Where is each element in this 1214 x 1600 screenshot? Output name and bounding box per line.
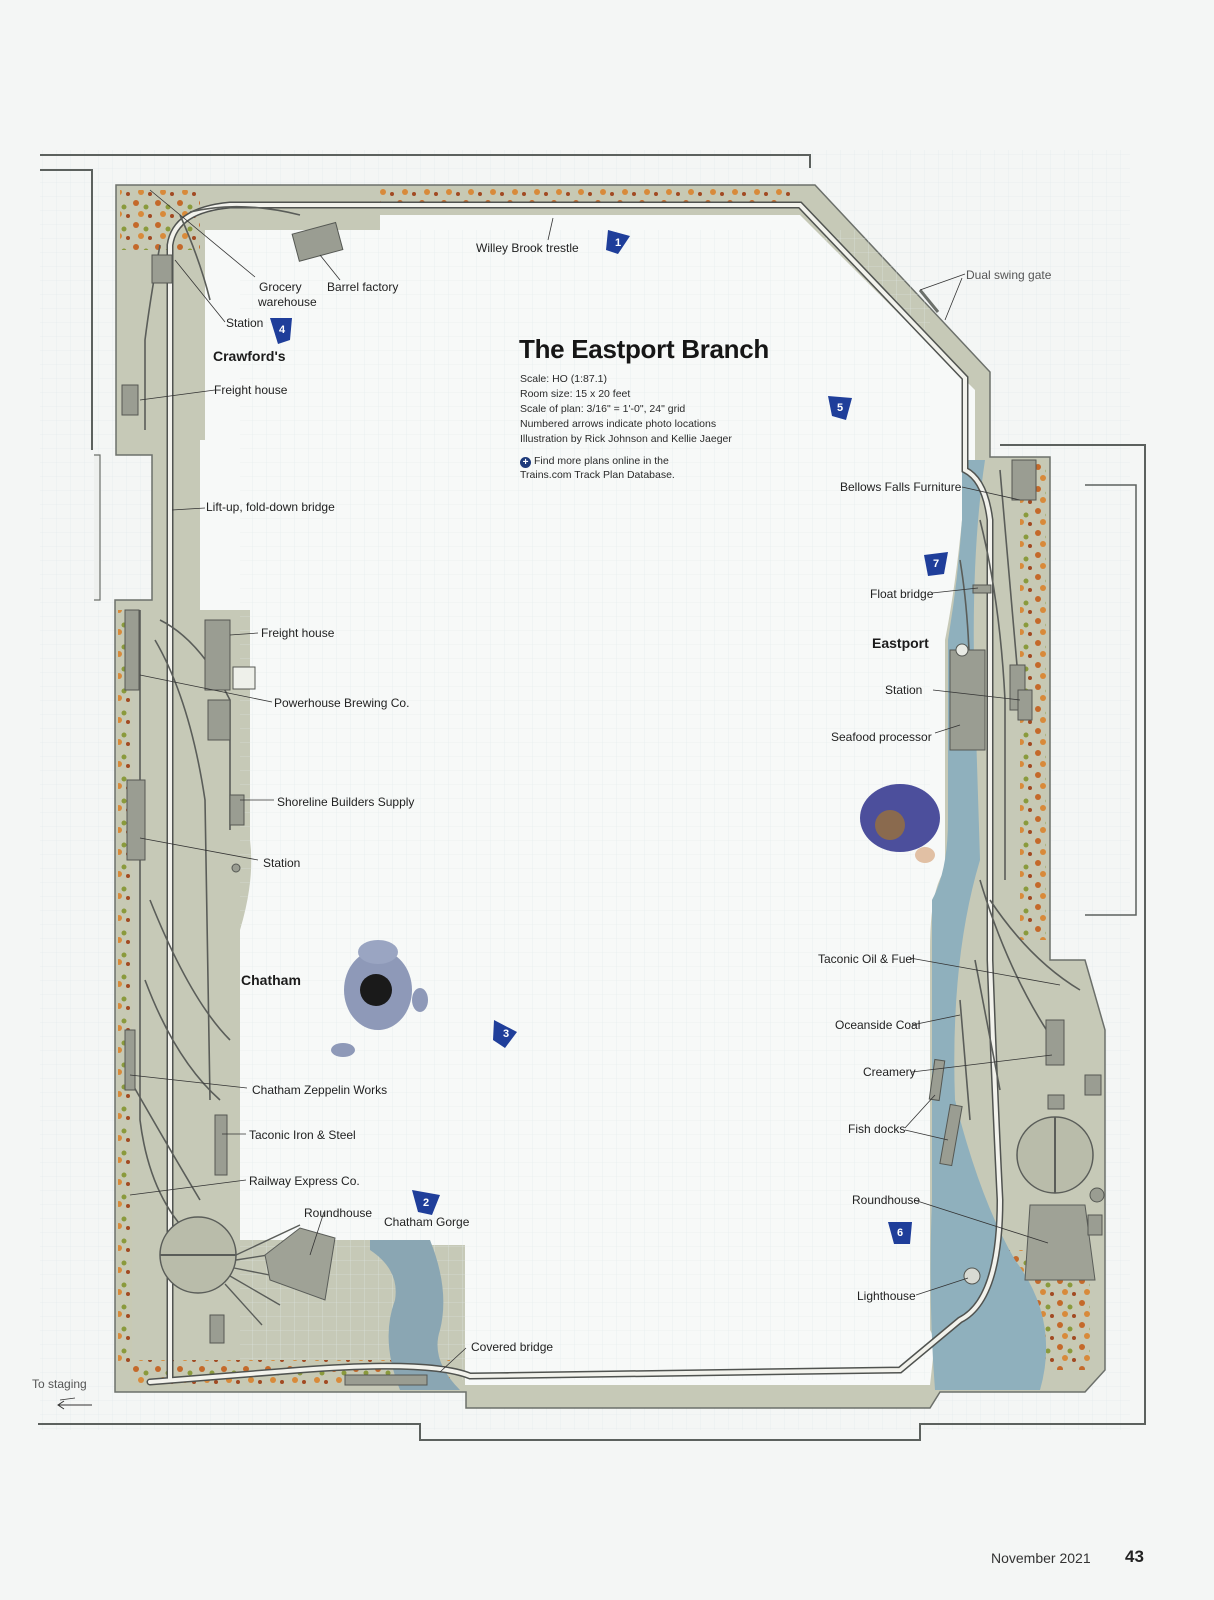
marker-2: 2: [422, 1197, 430, 1209]
marker-1-shape: [606, 230, 630, 254]
label-station-crawfords: Station: [226, 316, 264, 330]
info-scale: Scale: HO (1:87.1): [520, 373, 607, 385]
swing-gate: [918, 289, 940, 313]
label-bellows-falls: Bellows Falls Furniture: [840, 480, 962, 494]
label-dual-swing-gate: Dual swing gate: [966, 268, 1052, 282]
label-taconic-iron: Taconic Iron & Steel: [249, 1128, 356, 1142]
label-grocery-warehouse-2: warehouse: [258, 295, 317, 309]
eastport-turntable: [1016, 1116, 1096, 1281]
town-eastport: Eastport: [872, 635, 929, 651]
info-credit: Illustration by Rick Johnson and Kellie …: [520, 433, 732, 445]
marker-3-shape: [493, 1020, 517, 1048]
main-track: [146, 201, 1004, 1386]
marker-4: 4: [278, 324, 286, 336]
photo-markers: [270, 230, 948, 1244]
lift-up-bridge-deck: [94, 454, 101, 601]
label-station-chatham: Station: [263, 856, 301, 870]
footer-date: November 2021: [991, 1550, 1091, 1566]
label-lift-up-bridge: Lift-up, fold-down bridge: [206, 500, 335, 514]
person-eastport-icon: [860, 784, 940, 863]
plan-info: Scale: HO (1:87.1) Room size: 15 x 20 fe…: [520, 372, 732, 447]
label-fish-docks: Fish docks: [848, 1122, 906, 1136]
to-staging-arrow: [57, 1400, 92, 1410]
foliage-top: [380, 188, 790, 204]
info-room-size: Room size: 15 x 20 feet: [520, 388, 631, 400]
label-roundhouse-eastport: Roundhouse: [852, 1193, 921, 1207]
person-chatham-icon: [331, 940, 428, 1057]
label-creamery: Creamery: [863, 1065, 916, 1079]
aisle-grid: [240, 230, 930, 1380]
marker-7-shape: [924, 552, 948, 576]
leader-lines: [59, 189, 1061, 1401]
label-powerhouse-brewing: Powerhouse Brewing Co.: [274, 696, 410, 710]
label-lighthouse: Lighthouse: [857, 1289, 916, 1303]
marker-5-shape: [828, 396, 852, 420]
closet-wall: [1085, 484, 1137, 916]
label-station-eastport: Station: [885, 683, 923, 697]
foliage-left: [118, 610, 132, 1370]
room-wall: [38, 154, 1146, 1441]
town-crawfords: Crawford's: [213, 348, 286, 364]
marker-2-shape: [412, 1190, 440, 1215]
promo-line-1: Find more plans online in the: [534, 455, 669, 467]
marker-5: 5: [836, 402, 844, 414]
label-taconic-oil: Taconic Oil & Fuel: [818, 952, 915, 966]
label-chatham-gorge: Chatham Gorge: [384, 1215, 470, 1229]
label-willey-brook-trestle: Willey Brook trestle: [476, 241, 579, 255]
marker-6: 6: [896, 1227, 904, 1239]
marker-6-shape: [888, 1222, 912, 1244]
chatham-turntable: [159, 1216, 336, 1326]
label-freight-house-crawfords: Freight house: [214, 383, 288, 397]
marker-3: 3: [502, 1028, 510, 1040]
promo-line-2: Trains.com Track Plan Database.: [520, 469, 675, 481]
label-to-staging: To staging: [32, 1377, 87, 1391]
promo-text: +Find more plans online in the Trains.co…: [520, 454, 675, 482]
label-barrel-factory: Barrel factory: [327, 280, 399, 294]
label-chatham-zeppelin: Chatham Zeppelin Works: [252, 1083, 388, 1097]
town-chatham: Chatham: [241, 972, 301, 988]
label-shoreline-builders: Shoreline Builders Supply: [277, 795, 415, 809]
info-plan-scale: Scale of plan: 3/16" = 1'-0", 24" grid: [520, 403, 686, 415]
info-arrows: Numbered arrows indicate photo locations: [520, 418, 717, 430]
plan-title: The Eastport Branch: [519, 334, 770, 364]
buildings: [121, 221, 1105, 1386]
label-float-bridge: Float bridge: [870, 587, 934, 601]
label-seafood-processor: Seafood processor: [831, 730, 932, 744]
marker-1: 1: [614, 237, 622, 249]
plus-icon: +: [520, 457, 531, 468]
marker-7: 7: [932, 558, 940, 570]
label-oceanside-coal: Oceanside Coal: [835, 1018, 921, 1032]
marker-4-shape: [270, 318, 292, 344]
chatham-gorge-water: [370, 1240, 460, 1390]
label-covered-bridge: Covered bridge: [471, 1340, 554, 1354]
label-railway-express: Railway Express Co.: [249, 1174, 360, 1188]
label-grocery-warehouse-1: Grocery: [259, 280, 302, 294]
label-freight-house-chatham: Freight house: [261, 626, 335, 640]
label-roundhouse-chatham: Roundhouse: [304, 1206, 373, 1220]
page-number: 43: [1125, 1547, 1144, 1566]
